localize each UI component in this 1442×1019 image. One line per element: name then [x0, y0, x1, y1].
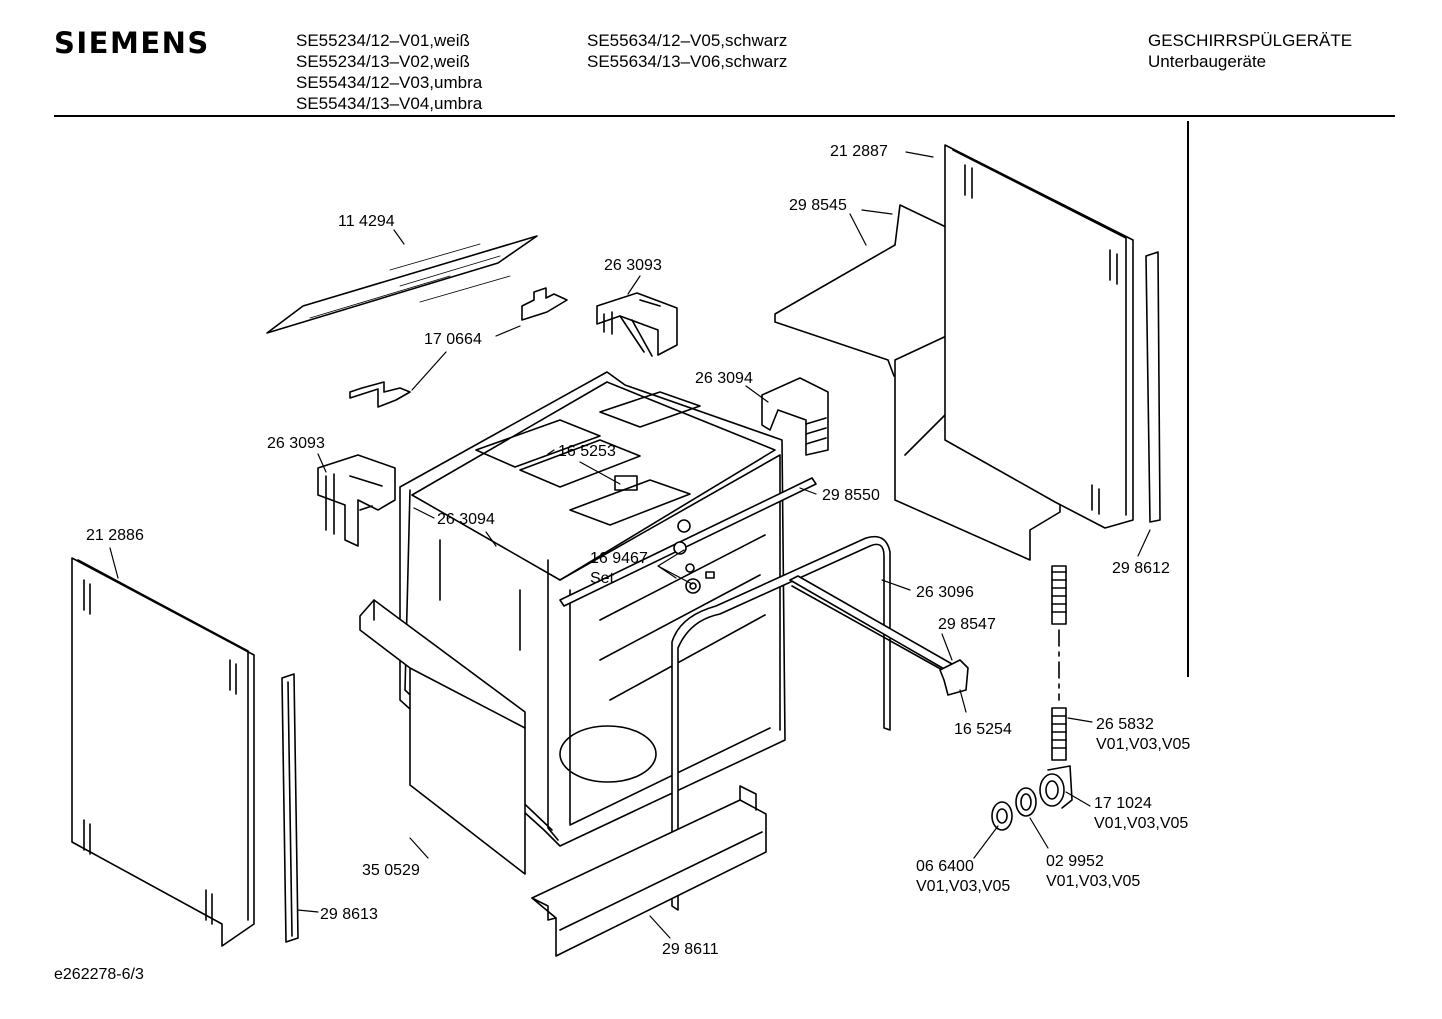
part-label-line: 17 1024 [1094, 795, 1152, 812]
front-trim-strip [559, 477, 817, 607]
model-list-2: SE55634/12–V05,schwarz SE55634/13–V06,sc… [587, 30, 787, 72]
part-label-line: 26 3096 [916, 584, 974, 601]
vertical-divider [1187, 121, 1189, 677]
category-sub: Unterbaugeräte [1148, 52, 1267, 71]
drawing-code: e262278-6/3 [54, 966, 144, 983]
mounting-bracket-a [521, 287, 568, 321]
door-seal-gasket [671, 535, 891, 911]
part-label-line: 26 3093 [267, 435, 325, 452]
part-label-line: 02 9952 [1046, 853, 1104, 870]
model-item: SE55434/13–V04,umbra [296, 94, 483, 113]
part-label-p8: 16 5253 [558, 442, 616, 462]
part-label-p5: 17 0664 [424, 330, 482, 350]
part-label-line: 26 5832 [1096, 716, 1154, 733]
right-side-panel [944, 144, 1134, 529]
part-label-line: V01,V03,V05 [1096, 736, 1191, 753]
part-label-p15: 29 8547 [938, 615, 996, 635]
filter-washer [991, 801, 1013, 831]
part-label-p22: 29 8613 [320, 905, 378, 925]
part-label-line: 11 4294 [338, 213, 395, 230]
part-label-p13: 26 3096 [916, 583, 974, 603]
model-item: SE55234/13–V02,weiß [296, 52, 470, 71]
part-label-p6: 26 3094 [695, 369, 753, 389]
model-item: SE55634/12–V05,schwarz [587, 31, 788, 50]
mounting-clip-left [317, 454, 396, 547]
water-hose [1051, 565, 1067, 761]
part-label-p7: 26 3093 [267, 434, 325, 454]
category-main: GESCHIRRSPÜLGERÄTE [1148, 31, 1353, 50]
model-list-1: SE55234/12–V01,weiß SE55234/13–V02,weiß … [296, 30, 482, 114]
guide-rail [789, 575, 969, 696]
part-label-line: 26 3093 [604, 257, 662, 274]
left-trim-strip [281, 673, 299, 943]
part-label-p14: 29 8612 [1112, 559, 1170, 579]
category-title: GESCHIRRSPÜLGERÄTE Unterbaugeräte [1148, 30, 1352, 72]
part-label-line: 29 8550 [822, 487, 880, 504]
part-label-line: 29 8545 [789, 197, 847, 214]
part-label-line: 16 5253 [558, 443, 616, 460]
part-label-p23: 29 8611 [662, 940, 719, 960]
part-label-p1: 21 2887 [830, 142, 888, 162]
part-label-p9: 29 8550 [822, 486, 880, 506]
right-trim-strip [1145, 251, 1161, 523]
leader-lines [109, 151, 1151, 939]
part-label-line: 29 8547 [938, 616, 996, 633]
part-label-line: 17 0664 [424, 331, 482, 348]
part-label-line: V01,V03,V05 [916, 878, 1011, 895]
part-label-line: 26 3094 [437, 511, 495, 528]
part-label-p16: 16 5254 [954, 720, 1012, 740]
siemens-logo: SIEMENS [54, 26, 210, 60]
model-item: SE55234/12–V01,weiß [296, 31, 470, 50]
part-label-line: 29 8613 [320, 906, 378, 923]
part-label-p4: 26 3093 [604, 256, 662, 276]
top-cover-plate [266, 235, 538, 334]
part-label-line: 21 2887 [830, 143, 888, 160]
part-label-p2: 29 8545 [789, 196, 847, 216]
part-label-line: 35 0529 [362, 862, 420, 879]
part-label-line: V01,V03,V05 [1094, 815, 1189, 832]
part-label-p3: 11 4294 [338, 212, 395, 232]
bottom-plinth [531, 785, 767, 957]
front-base-panel [359, 599, 526, 875]
part-label-p19: 35 0529 [362, 861, 420, 881]
part-label-line: 29 8611 [662, 941, 719, 958]
elbow-connector [1039, 765, 1073, 809]
part-label-p10: 26 3094 [437, 510, 495, 530]
part-label-line: V01,V03,V05 [1046, 873, 1141, 890]
part-label-line: Set [590, 570, 615, 587]
part-label-line: 26 3094 [695, 370, 753, 387]
mounting-clip-top [596, 292, 678, 357]
sealing-ring [1015, 787, 1037, 817]
part-label-line: 29 8612 [1112, 560, 1170, 577]
part-label-line: 16 5254 [954, 721, 1012, 738]
cover-cap-right [761, 377, 829, 456]
model-item: SE55434/12–V03,umbra [296, 73, 483, 92]
part-label-p11: 21 2886 [86, 526, 144, 546]
left-side-panel [71, 557, 255, 947]
mounting-bracket-b [349, 381, 411, 408]
part-label-line: 16 9467 [590, 550, 648, 567]
model-item: SE55634/13–V06,schwarz [587, 52, 788, 71]
part-label-line: 06 6400 [916, 858, 974, 875]
header-rule [54, 115, 1395, 117]
part-label-line: 21 2886 [86, 527, 144, 544]
